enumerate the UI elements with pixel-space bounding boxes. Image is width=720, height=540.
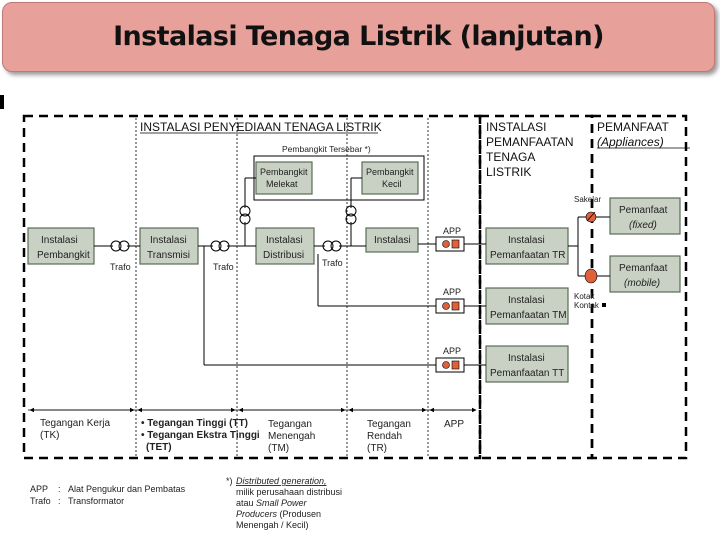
app-meter-icon (435, 298, 465, 314)
fixed-appliance-line1: Pemanfaat (619, 205, 668, 216)
section-dividers (135, 118, 429, 456)
app-meter-icon (435, 357, 465, 373)
slide-edge-marker (0, 95, 4, 109)
app-meter-icon (435, 236, 465, 252)
lv-utilization-line2: Pemanfaatan TR (490, 250, 565, 261)
footnote-line3a: atau (236, 498, 256, 508)
distribution-box-line2: Distribusi (263, 250, 304, 261)
small-generator-line1: Pembangkit (366, 167, 414, 177)
supply-installation-frame (22, 114, 482, 460)
generation-box-line2: Pembangkit (37, 250, 90, 261)
supply-section-header: INSTALASI PENYEDIAAN TENAGA LISTRIK (140, 120, 382, 134)
tt-band-line3: (TET) (146, 442, 172, 453)
tm-band-line3: (TM) (268, 443, 289, 454)
trafo-icon (322, 240, 342, 252)
mobile-appliance-box (609, 255, 681, 293)
socket-label-line2: Kontak (574, 301, 600, 310)
fixed-appliance-line2: (fixed) (629, 220, 657, 231)
tt-band-line2: • Tegangan Ekstra Tinggi (141, 430, 260, 441)
tt-band-line1: • Tegangan Tinggi (TT) (141, 418, 248, 429)
mv-utilization-box (485, 287, 569, 325)
utilization-installation-frame (478, 114, 594, 460)
mv-utilization-line1: Instalasi (508, 295, 545, 306)
trafo-label: Trafo (110, 262, 131, 272)
hv-utilization-line1: Instalasi (508, 353, 545, 364)
trafo-icon (210, 240, 230, 252)
tr-band-line1: Tegangan (367, 419, 411, 430)
distribution-box-line1: Instalasi (266, 235, 303, 246)
app-label: APP (443, 287, 461, 297)
trafo-label: Trafo (213, 262, 234, 272)
distributed-generation-label: Pembangkit Tersebar *) (282, 144, 371, 154)
footnote-line5: Menengah / Kecil) (236, 520, 309, 530)
appliance-header: PEMANFAAT (597, 120, 669, 134)
trafo-label: Trafo (322, 258, 343, 268)
transmission-box-line2: Transmisi (147, 250, 190, 261)
legend-trafo-text: Transformator (68, 496, 124, 506)
utilization-header-line3: TENAGA (486, 150, 535, 164)
footnote-line4a: Producers (236, 509, 278, 519)
footnote-line2: milik perusahaan distribusi (236, 487, 342, 497)
generation-installation-box (27, 227, 95, 265)
utilization-header-line1: INSTALASI (486, 120, 546, 134)
transmission-box-line1: Instalasi (150, 235, 187, 246)
tr-band-line2: Rendah (367, 431, 402, 442)
socket-marker (602, 303, 606, 307)
page-title: Instalasi Tenaga Listrik (lanjutan) (113, 21, 604, 52)
trafo-icon (345, 205, 357, 225)
footnote-line3b: Small Power (256, 498, 308, 508)
tk-band-line1: Tegangan Kerja (40, 418, 110, 429)
legend-app-abbr: APP (30, 484, 48, 494)
mobile-appliance-line1: Pemanfaat (619, 263, 668, 274)
small-generator-line2: Kecil (382, 179, 402, 189)
distribution-installation-box (255, 227, 315, 265)
tm-band-line2: Menengah (268, 431, 315, 442)
tr-band-line3: (TR) (367, 443, 387, 454)
app-label: APP (443, 346, 461, 356)
legend-trafo-abbr: Trafo (30, 496, 51, 506)
legend-trafo-sep: : (58, 496, 61, 506)
trafo-icon (110, 240, 130, 252)
appliance-subheader: (Appliances) (597, 135, 664, 149)
utilization-header-line4: LISTRIK (486, 165, 531, 179)
embedded-generator-line2: Melekat (266, 179, 298, 189)
tk-band-line2: (TK) (40, 430, 59, 441)
legend-app-sep: : (58, 484, 61, 494)
mobile-appliance-line2: (mobile) (624, 278, 660, 289)
fixed-appliance-box (609, 197, 681, 235)
socket-label-line1: Kotak (574, 292, 595, 301)
tm-band-line1: Tegangan (268, 419, 312, 430)
utilization-header-line2: PEMANFAATAN (486, 135, 574, 149)
lv-utilization-line1: Instalasi (508, 235, 545, 246)
appliance-frame (590, 114, 688, 460)
mv-utilization-line2: Pemanfaatan TM (490, 310, 567, 321)
hv-utilization-line2: Pemanfaatan TT (490, 368, 564, 379)
footnote-line3: atau Small Power (236, 498, 308, 508)
installation-box (365, 227, 419, 253)
generation-box-line1: Instalasi (41, 235, 78, 246)
socket-icon (584, 268, 598, 284)
title-banner: Instalasi Tenaga Listrik (lanjutan) (2, 2, 715, 72)
footnote-mark: *) (226, 476, 233, 486)
footnote-line1: Distributed generation, (236, 476, 327, 486)
hv-utilization-box (485, 345, 569, 383)
switch-label: Sakelar (574, 195, 601, 204)
footnote-line4b: (Produsen (277, 509, 321, 519)
trafo-icon (239, 205, 251, 225)
footnote-line4: Producers (Produsen (236, 509, 321, 519)
app-label: APP (443, 226, 461, 236)
main-feeder-lines (94, 177, 610, 366)
embedded-generator-line1: Pembangkit (260, 167, 308, 177)
installation-box-label: Instalasi (374, 235, 411, 246)
app-band-label: APP (444, 419, 464, 430)
legend-app-text: Alat Pengukur dan Pembatas (68, 484, 186, 494)
